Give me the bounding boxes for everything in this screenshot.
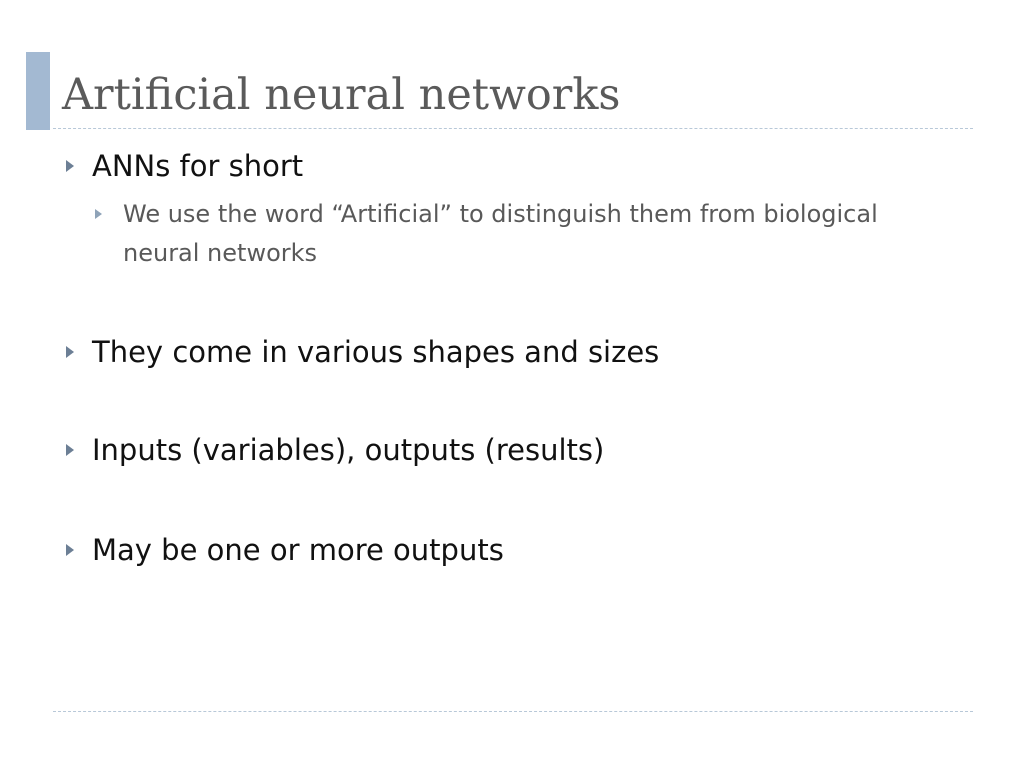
triangle-right-icon <box>66 346 74 358</box>
bullet-text: They come in various shapes and sizes <box>92 335 660 369</box>
bullet-text: ANNs for short <box>92 149 304 183</box>
triangle-right-icon <box>66 444 74 456</box>
sub-bullet-text: We use the word “Artificial” to distingu… <box>123 200 878 267</box>
triangle-right-icon <box>95 209 102 219</box>
triangle-right-icon <box>66 544 74 556</box>
bullet-text: Inputs (variables), outputs (results) <box>92 433 605 467</box>
footer-divider <box>53 711 973 712</box>
triangle-right-icon <box>66 160 74 172</box>
title-divider <box>53 128 973 129</box>
bullet-text: May be one or more outputs <box>92 533 504 567</box>
slide-title: Artificial neural networks <box>62 70 621 120</box>
title-accent-bar <box>26 52 50 130</box>
